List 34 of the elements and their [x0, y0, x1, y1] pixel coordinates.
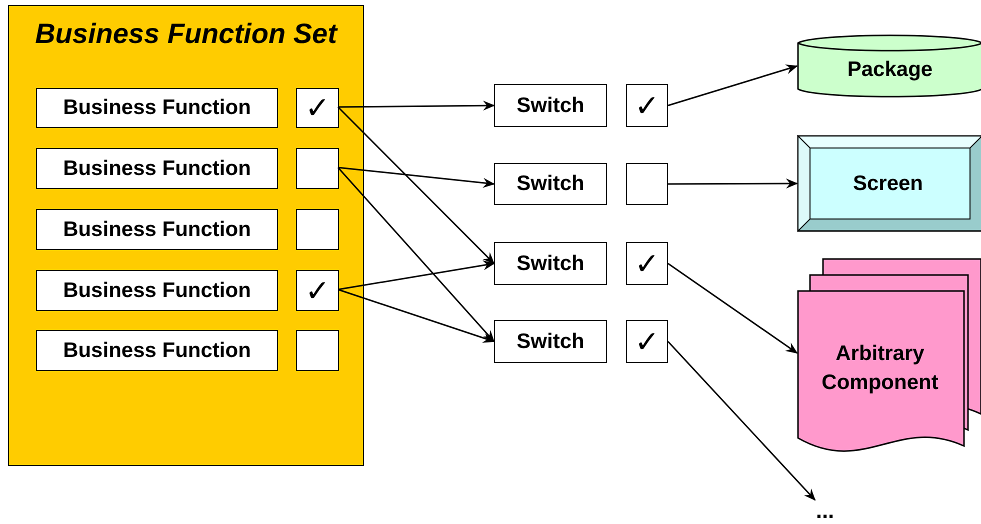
panel-title: Business Function Set: [34, 18, 339, 50]
arrow: [667, 341, 816, 501]
checkbox: [626, 163, 668, 205]
arrow: [337, 106, 495, 264]
arrow: [338, 288, 495, 343]
function-box: Business Function: [36, 148, 278, 189]
arrow: [668, 64, 798, 106]
arrow: [337, 167, 495, 342]
group-panel: [8, 5, 364, 466]
ellipsis-text: ...: [800, 490, 850, 524]
arrow: [338, 260, 495, 290]
function-box: Business Function: [36, 330, 278, 371]
checkbox: [296, 209, 339, 250]
switch-box: Switch: [494, 163, 607, 205]
switch-box: Switch: [494, 84, 607, 127]
checked-checkbox: ✓: [296, 88, 339, 128]
function-box: Business Function: [36, 270, 278, 311]
function-box: Business Function: [36, 209, 278, 250]
arrow: [338, 166, 495, 188]
checked-checkbox: ✓: [626, 242, 668, 285]
switch-box: Switch: [494, 242, 607, 285]
checked-checkbox: ✓: [626, 320, 668, 363]
checkbox: [296, 330, 339, 371]
node-label: Screen: [852, 172, 924, 196]
checkbox: [296, 148, 339, 189]
node-label: Arbitrary Component: [820, 340, 940, 396]
arrow: [338, 100, 495, 111]
checked-checkbox: ✓: [296, 270, 339, 311]
node-label: Package: [847, 58, 933, 82]
arrow: [668, 262, 798, 354]
switch-box: Switch: [494, 320, 607, 363]
function-box: Business Function: [36, 88, 278, 128]
arrow: [668, 178, 798, 189]
checked-checkbox: ✓: [626, 84, 668, 127]
